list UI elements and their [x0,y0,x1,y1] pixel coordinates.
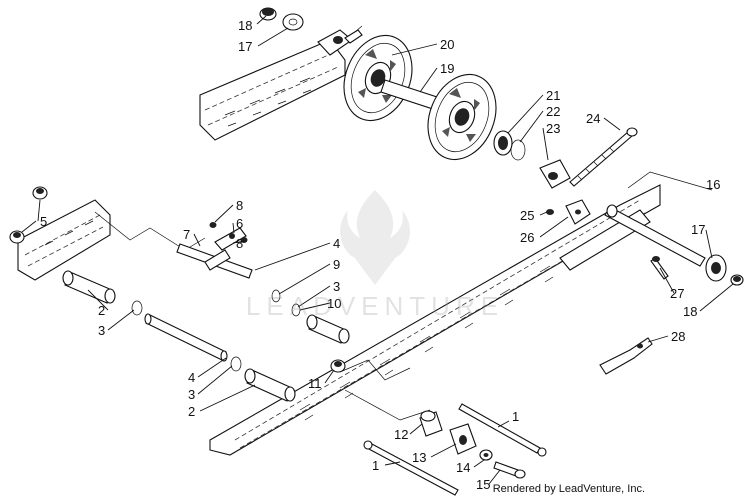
part-3-washer-lower [230,356,242,372]
callout-26: 26 [520,230,534,245]
part-25-nut [546,209,554,215]
callout-19: 19 [440,61,454,76]
part-10-spacer [306,314,350,344]
callout-2-lower: 2 [188,404,195,419]
part-28-bracket [599,337,653,375]
callout-20: 20 [440,37,454,52]
callout-9: 9 [333,257,340,272]
part-5-nuts [9,186,48,244]
callout-8-lower: 8 [236,236,243,251]
callout-14: 14 [456,460,470,475]
upper-axle-bracket [317,25,363,56]
callout-12: 12 [394,427,408,442]
callout-2-upper: 2 [98,303,105,318]
callout-23: 23 [546,121,560,136]
part-27-bolt [650,256,669,280]
frame-connector-line [94,211,206,251]
part-21-bearing [493,130,513,156]
callout-1-upper: 1 [512,409,519,424]
callout-18-rear: 18 [683,304,697,319]
idler-wheel-lower [427,73,497,161]
part-1-long-bolt-upper [458,403,547,457]
callout-28: 28 [671,329,685,344]
part-4-shaft-lower [144,313,228,362]
callout-7: 7 [183,227,190,242]
callout-3-lower: 3 [188,387,195,402]
part-3-washer-mid [291,303,301,317]
callout-10: 10 [327,296,341,311]
part-15-bolt [493,461,526,479]
part-17-rear-wheel-hub [705,254,727,282]
part-18-rear-nut [730,274,744,286]
callout-1-lower: 1 [372,458,379,473]
callout-8-upper: 8 [236,198,243,213]
callout-labels: 18 17 20 19 21 22 23 24 16 5 8 6 8 7 4 9… [40,18,720,492]
part-2-spacer-upper [62,270,116,304]
upper-rail-section [199,39,346,141]
callout-4-upper: 4 [333,236,340,251]
part-22-snap-ring [510,139,526,161]
part-18-top-nut [259,7,277,21]
rear-axle [604,204,706,267]
callout-3-left: 3 [98,323,105,338]
part-14-washer [479,449,493,461]
leader-lines [21,15,734,485]
callout-15: 15 [476,477,490,492]
callout-21: 21 [546,88,560,103]
part-23-spacer [539,159,571,189]
callout-4-lower: 4 [188,370,195,385]
callout-24: 24 [586,111,600,126]
frame-connector-line-3 [344,389,431,421]
callout-22: 22 [546,104,560,119]
part-17-top-bracket [282,13,304,31]
callout-18-top: 18 [238,18,252,33]
callout-17-rear: 17 [691,222,705,237]
callout-25: 25 [520,208,534,223]
part-16-bracket-line [627,171,713,191]
part-9-washer [271,289,281,303]
callout-5: 5 [40,214,47,229]
callout-3-upper: 3 [333,279,340,294]
callout-6: 6 [236,216,243,231]
part-6-arm [204,227,247,271]
part-13-block [449,423,477,455]
part-24-bolt [569,127,638,187]
frame-connector-line-2 [339,359,411,381]
callout-13: 13 [412,450,426,465]
part-1-long-bolt-lower [363,440,459,496]
rendered-by-credit: Rendered by LeadVenture, Inc. [492,483,645,495]
part-12-bushing [419,410,443,437]
part-26-bracket [565,199,591,225]
callout-16: 16 [706,177,720,192]
callout-17-top: 17 [238,39,252,54]
part-11-nut [330,359,346,373]
callout-11: 11 [308,376,322,391]
part-2-spacer-lower [244,368,296,402]
callout-27: 27 [670,286,684,301]
left-rail [17,199,111,281]
part-3-washer-upper [131,300,143,316]
